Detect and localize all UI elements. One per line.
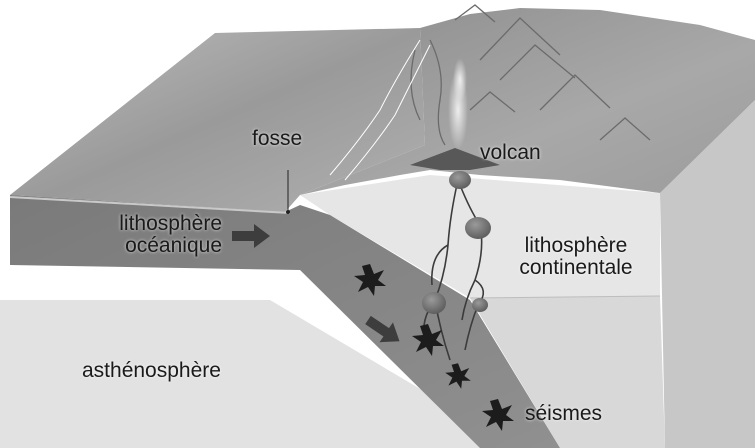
label-lithosphere-oceanique-line2: océanique	[90, 235, 222, 257]
label-lithosphere-oceanique: lithosphère océanique	[90, 213, 222, 257]
magma-blob-icon	[472, 298, 488, 312]
label-lithosphere-continentale-line1: lithosphère	[500, 235, 652, 257]
label-seismes: séismes	[525, 403, 602, 425]
magma-blob-icon	[449, 171, 471, 189]
volcano-smoke	[453, 58, 467, 102]
label-volcan: volcan	[480, 142, 541, 164]
ocean-floor-surface	[10, 28, 425, 212]
label-lithosphere-continentale-line2: continentale	[500, 257, 652, 279]
fosse-point	[286, 210, 290, 214]
label-lithosphere-continentale: lithosphère continentale	[500, 235, 652, 279]
label-asthenosphere: asthénosphère	[82, 360, 221, 382]
label-lithosphere-oceanique-line1: lithosphère	[90, 213, 222, 235]
magma-blob-icon	[465, 217, 491, 239]
label-fosse: fosse	[252, 128, 302, 150]
magma-blob-icon	[422, 292, 446, 314]
